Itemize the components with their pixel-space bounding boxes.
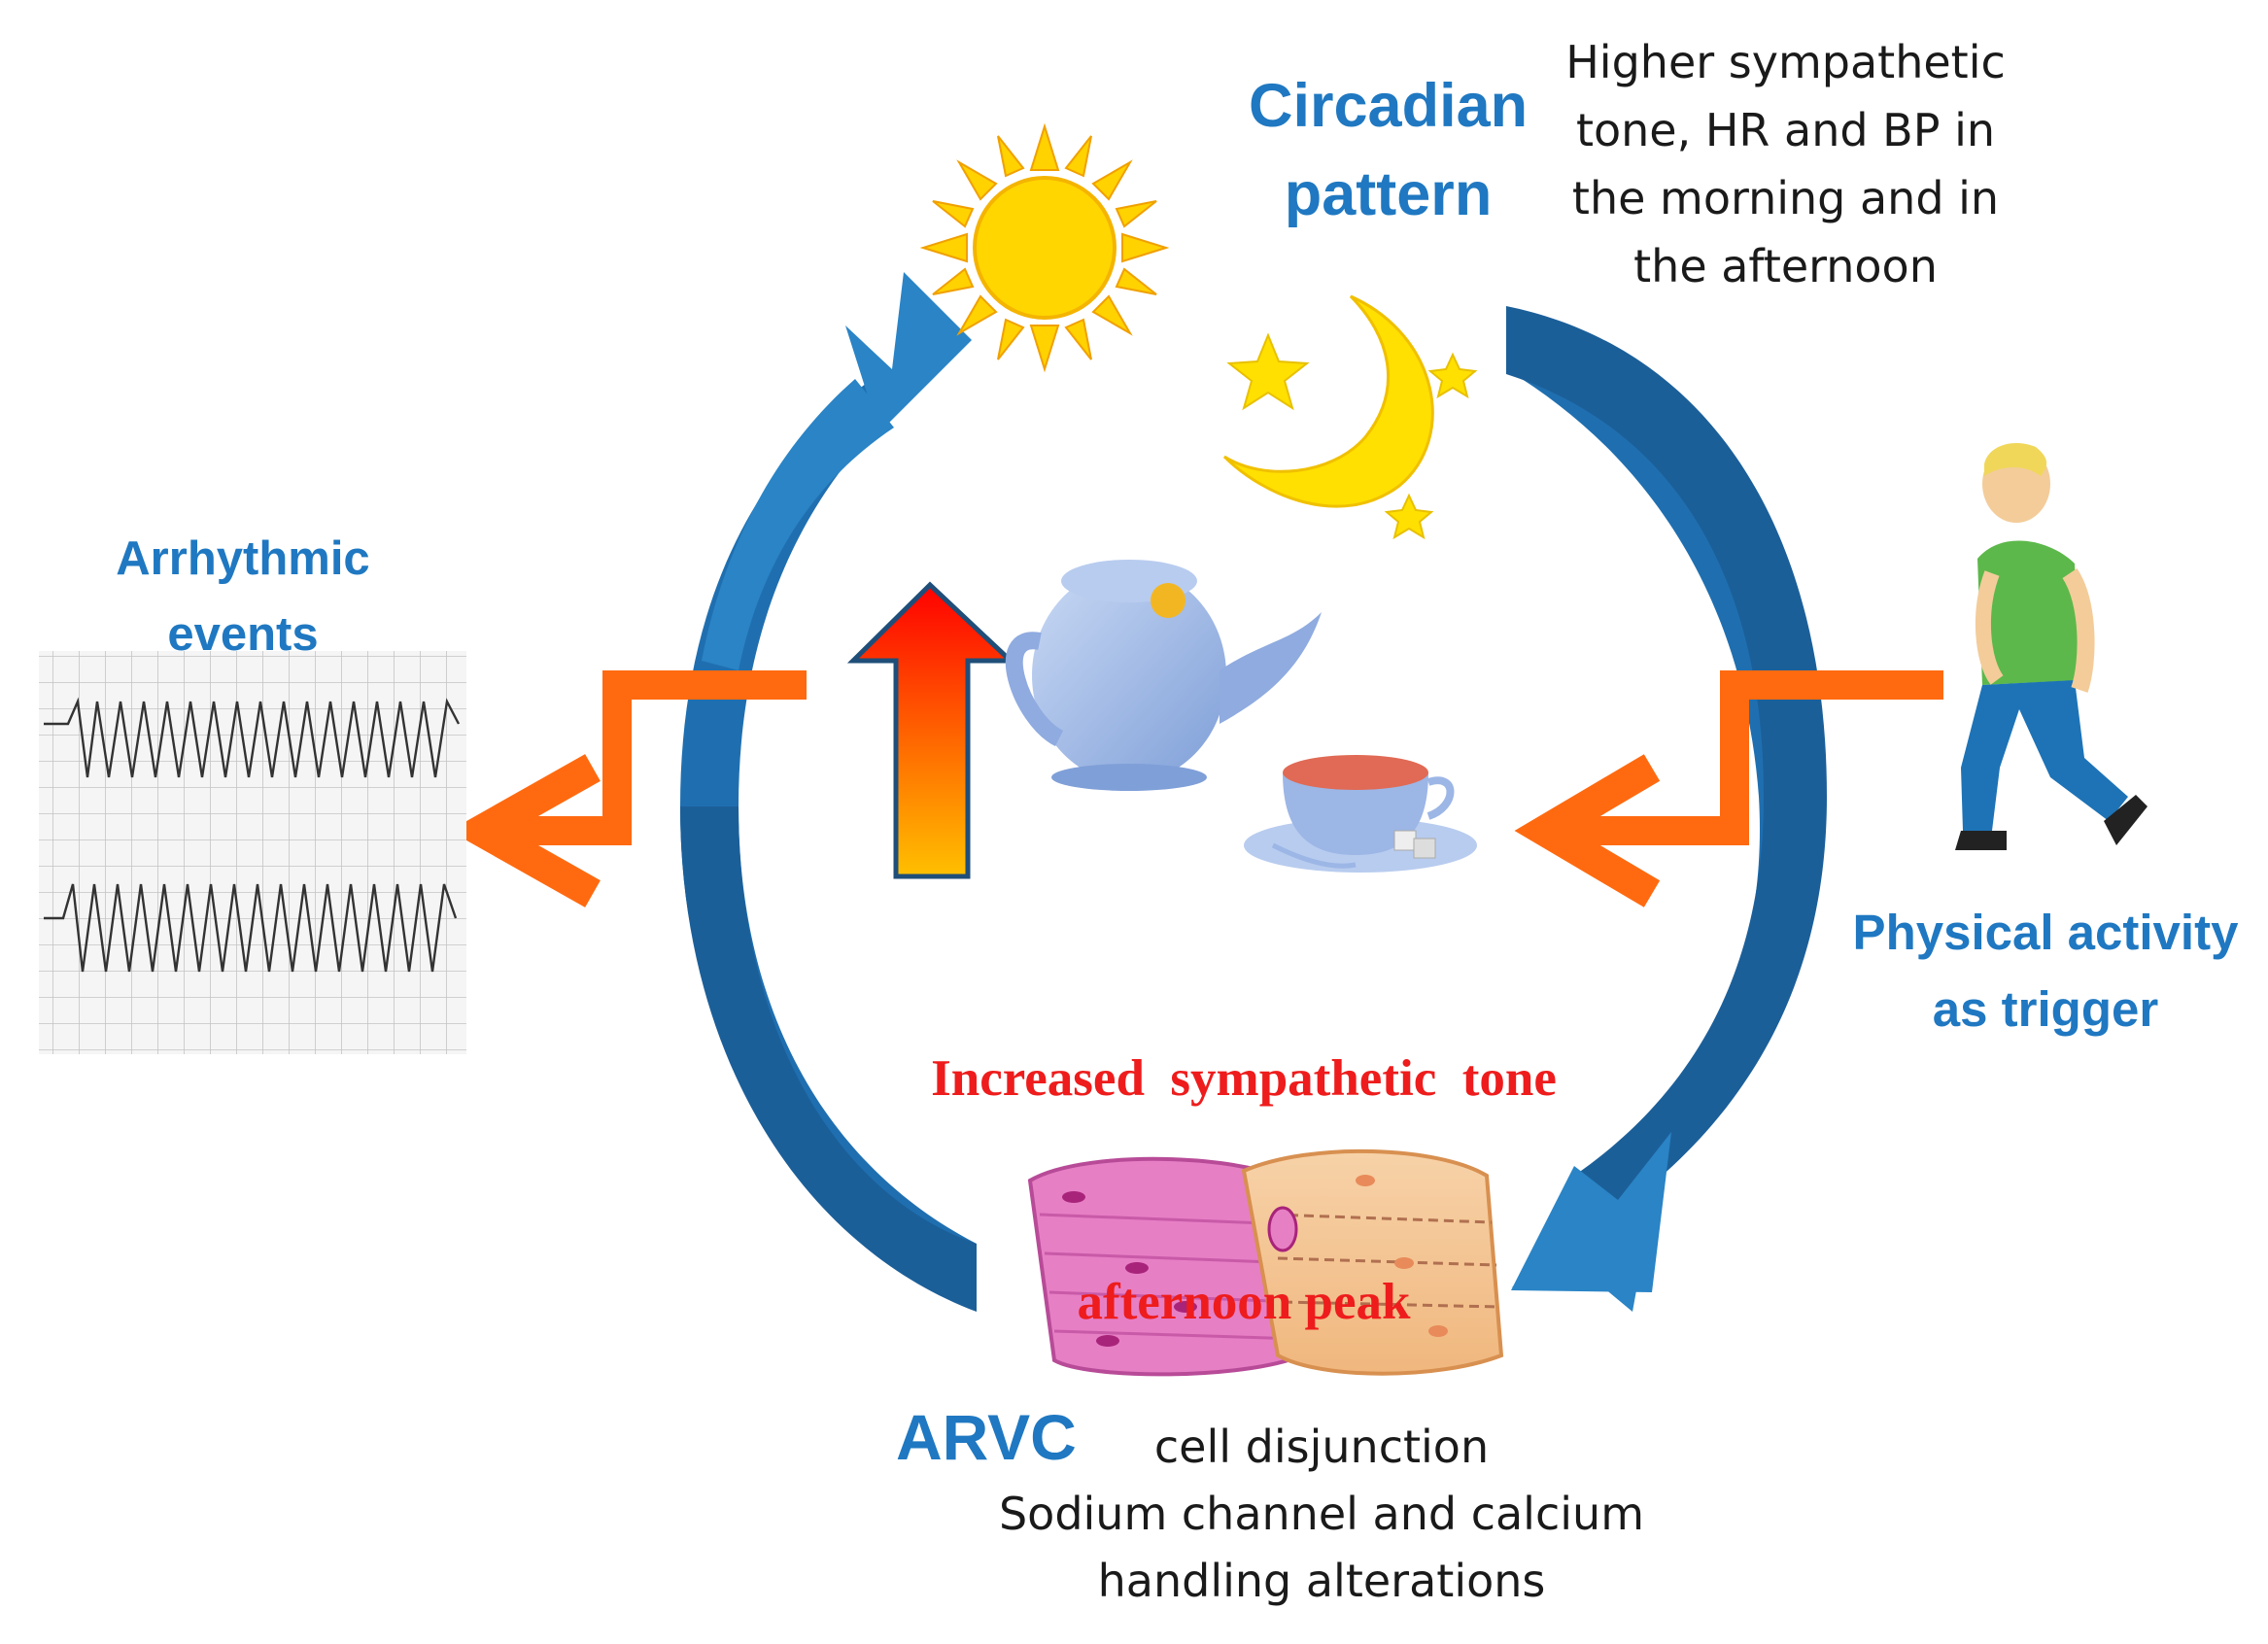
circadian-title-line: Circadian <box>1249 72 1529 140</box>
circadian-note-line: Higher sympathetic <box>1565 36 2006 88</box>
sun-icon <box>919 122 1170 373</box>
cardiomyocytes-icon <box>1027 1148 1504 1377</box>
circadian-title-line: pattern <box>1284 160 1493 229</box>
arvc-note-line: cell disjunction <box>1153 1421 1490 1473</box>
arvc-note-line: handling alterations <box>1097 1555 1546 1607</box>
physical-activity-title: Physical activity as trigger <box>1827 894 2264 1047</box>
moon-icon <box>1222 294 1434 508</box>
circadian-note-line: tone, HR and BP in <box>1575 103 1996 156</box>
circadian-note-line: the morning and in <box>1571 171 2000 224</box>
orange-arrow-right <box>1514 670 1943 908</box>
heat-up-arrow-icon <box>846 581 1017 879</box>
arrhythmic-title-line: Arrhythmic <box>116 532 370 585</box>
cycle-arrow-left <box>680 272 977 1312</box>
cycle-arrow-right <box>1506 306 1827 1312</box>
teacup-icon <box>1244 755 1477 873</box>
arvc-title: ARVC <box>896 1401 1077 1473</box>
star-icon <box>1226 332 1478 540</box>
sympathetic-label-line: Increased sympathetic tone <box>931 1049 1557 1107</box>
sympathetic-label: Increased sympathetic tone afternoon pea… <box>855 892 1632 1415</box>
walking-person-icon <box>1955 443 2148 850</box>
teapot-icon <box>1005 560 1322 791</box>
ecg-strip-icon <box>39 651 466 1054</box>
arrhythmic-title-line: events <box>167 608 319 662</box>
orange-arrow-left <box>449 670 807 908</box>
arvc-note: cell disjunction Sodium channel and calc… <box>972 1414 1671 1615</box>
circadian-note-line: the afternoon <box>1633 239 1938 292</box>
sympathetic-label-line: afternoon peak <box>1077 1274 1411 1331</box>
circadian-title: Circadian pattern <box>1249 62 1528 240</box>
physical-activity-title-line: as trigger <box>1932 981 2159 1038</box>
arrhythmic-title: Arrhythmic events <box>97 521 389 673</box>
physical-activity-title-line: Physical activity <box>1852 905 2239 960</box>
arvc-note-line: Sodium channel and calcium <box>998 1488 1644 1540</box>
circadian-note: Higher sympathetic tone, HR and BP in th… <box>1555 29 2016 301</box>
